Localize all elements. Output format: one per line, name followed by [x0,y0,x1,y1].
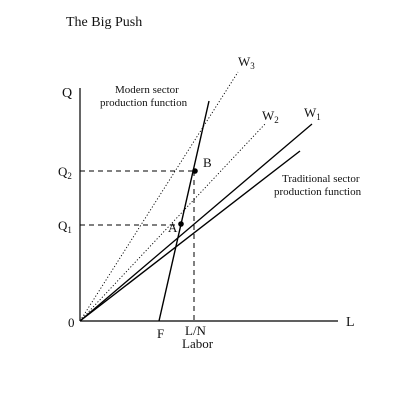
w3-label: W3 [238,54,255,71]
traditional-sector-label-line1: Traditional sector [282,173,360,185]
w2-line [79,123,266,322]
origin-label: 0 [68,315,75,330]
q1-label: Q1 [58,218,72,235]
x-axis-label: L [346,315,355,330]
modern-sector-label-line2: production function [100,97,188,109]
f-label: F [157,326,164,341]
w3-line [79,71,239,322]
point-a [178,221,184,227]
point-a-label: A [168,220,178,235]
traditional-sector-production-function [79,150,301,322]
labor-label: Labor [182,336,214,351]
w2-label: W2 [262,108,279,125]
ln-label: L/N [185,323,207,338]
modern-sector-label-line1: Modern sector [115,84,179,96]
q2-label: Q2 [58,164,72,181]
point-b [192,168,198,174]
diagram-title: The Big Push [66,15,142,30]
w1-label: W1 [304,105,321,122]
modern-sector-production-function [158,100,210,322]
traditional-sector-label-line2: production function [274,186,362,198]
w1-line [79,123,313,322]
point-b-label: B [203,155,212,170]
y-axis-label: Q [62,86,72,101]
